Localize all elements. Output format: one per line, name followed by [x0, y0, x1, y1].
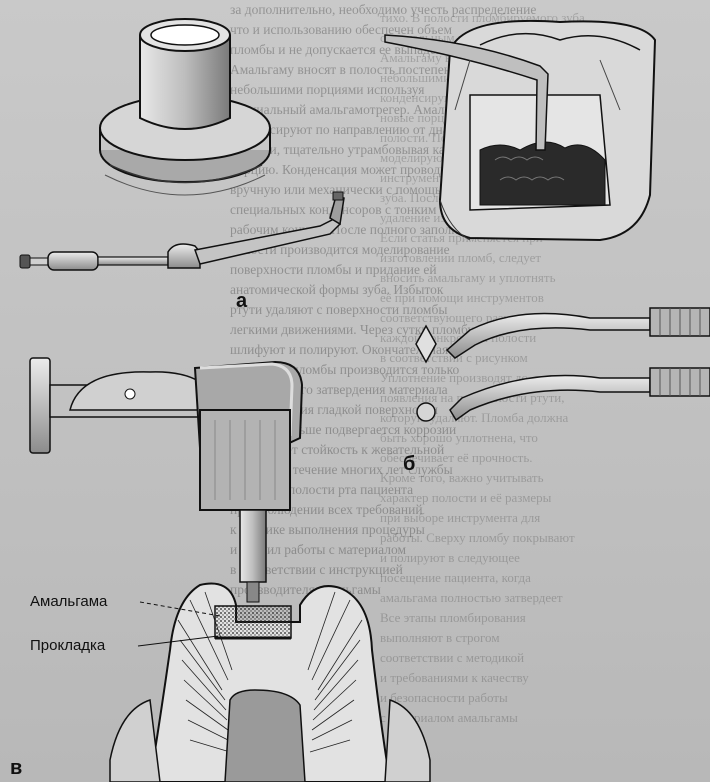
condenser-instruments — [415, 307, 710, 422]
panel-label-a: а — [236, 290, 248, 312]
background-text-line: специальных конденсоров с тонким — [230, 202, 437, 217]
background-text-line: поверхности пломбы и придание ей — [230, 262, 437, 277]
mechanical-condenser — [29, 357, 304, 603]
amalgam-carrier — [19, 191, 345, 271]
background-text-line: анатомической формы зуба. Избыток — [230, 282, 444, 297]
background-text-line: посещение пациента, когда — [380, 570, 531, 585]
amalgam-well — [99, 18, 271, 196]
background-text-line: что и использованию обеспечен объем — [230, 22, 453, 37]
background-text-line: легкими движениями. Через сутки пломбу — [230, 322, 475, 337]
background-text-line: Все этапы пломбирования — [380, 610, 526, 625]
background-text-line: обеспечивает её прочность. — [380, 450, 533, 465]
background-text-line: её при помощи инструментов — [380, 290, 544, 305]
background-text-line: выполняют в строгом — [380, 630, 500, 645]
background-text-line: небольшими порциями используя — [230, 82, 425, 97]
background-text-line: и полируют в следующее — [380, 550, 520, 565]
background-text-line: работы. Сверху пломбу покрывают — [380, 530, 575, 545]
background-text-line: вносить амальгаму и уплотнять — [380, 270, 556, 285]
background-text-line: ртути удаляют с поверхности пломбы — [230, 302, 448, 317]
background-text-line: при выборе инструмента для — [380, 510, 541, 525]
background-text-line: характер полости и её размеры — [380, 490, 552, 505]
background-text-line: Уплотнение производят до — [380, 370, 529, 385]
panel-label-c: в — [10, 757, 22, 779]
tooth-cavity-illustration — [384, 19, 657, 242]
background-text-line: быть хорошо уплотнена, что — [380, 430, 538, 445]
tooth-cross-section — [109, 582, 431, 782]
background-text-line: и требованиями к качеству — [380, 670, 529, 685]
background-text-line: и безопасности работы — [380, 690, 508, 705]
background-text-line: соответствии с методикой — [380, 650, 525, 665]
amalgam-callout: Амальгама — [30, 593, 108, 610]
background-text-line: за дополнительно, необходимо учесть расп… — [230, 2, 537, 17]
liner-leader-line — [137, 635, 219, 647]
background-text-line: вручную или механически с помощью — [230, 182, 452, 197]
liner-callout: Прокладка — [30, 637, 106, 654]
panel-label-b: б — [403, 453, 415, 475]
background-text-line: изготовлении пломб, следует — [380, 250, 542, 265]
background-text-line: амальгама полностью затвердеет — [380, 590, 563, 605]
background-text-line: Кроме того, важно учитывать — [380, 470, 544, 485]
